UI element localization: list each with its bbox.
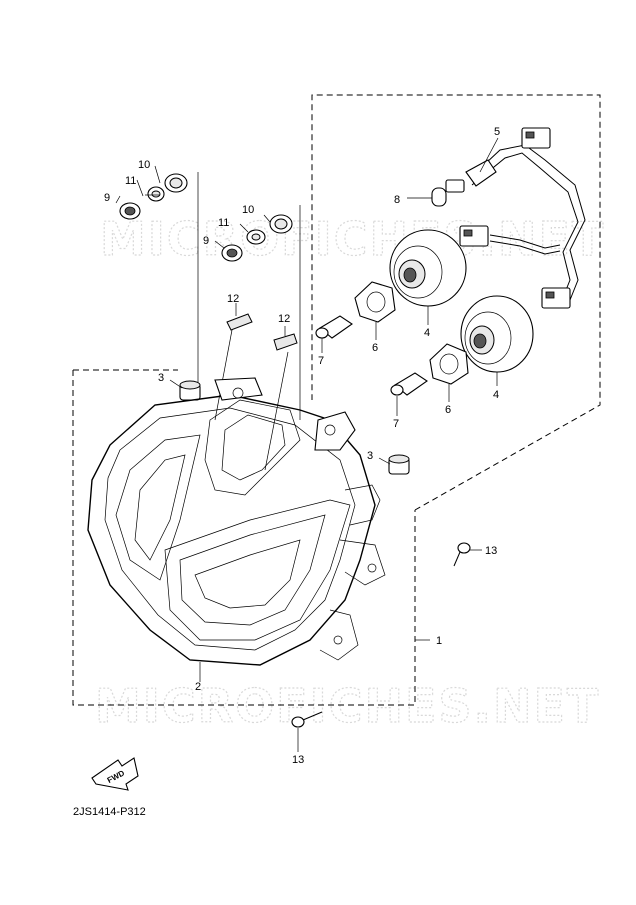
bulb-holder-lower (429, 343, 469, 385)
callout-7-upper: 7 (318, 355, 324, 367)
callout-4-lower: 4 (493, 389, 499, 401)
pad-parts (226, 313, 298, 351)
grommet-set-right (221, 214, 293, 262)
callout-7-lower: 7 (393, 418, 399, 430)
callout-labels: 1 2 3 3 4 4 5 6 6 7 7 8 9 9 10 10 11 11 … (104, 126, 500, 766)
watermark-top: MICROFICHES.NET (100, 212, 605, 266)
bulb-socket-upper (389, 229, 467, 307)
leader-lines (197, 172, 430, 641)
grommet-set-left (119, 173, 188, 220)
bulb-upper (315, 315, 353, 339)
wiring-harness (459, 127, 586, 309)
screw-upper (453, 542, 471, 567)
fwd-arrow-icon: FWD (91, 757, 139, 791)
callout-12-right: 12 (278, 313, 290, 325)
position-bulb (431, 179, 465, 207)
callout-6-upper: 6 (372, 342, 378, 354)
callout-5: 5 (494, 126, 500, 138)
callout-1: 1 (436, 635, 442, 647)
callout-13-upper: 13 (485, 545, 497, 557)
callout-11-right: 11 (218, 217, 229, 229)
headlight-assembly (87, 377, 386, 666)
callout-10-right: 10 (242, 204, 254, 216)
callout-9-left: 9 (104, 192, 110, 204)
callout-6-lower: 6 (445, 404, 451, 416)
callout-leaders (115, 137, 499, 752)
callout-11-left: 11 (125, 175, 136, 187)
drawing-code: 2JS1414-P312 (73, 806, 146, 818)
bulb-lower (390, 372, 428, 396)
bulb-holder-upper (354, 281, 396, 323)
callout-8: 8 (394, 194, 400, 206)
callout-10-left: 10 (138, 159, 150, 171)
bulb-socket-lower (460, 295, 534, 373)
callout-2: 2 (195, 681, 201, 693)
callout-3-upper: 3 (158, 372, 164, 384)
callout-3-lower: 3 (367, 450, 373, 462)
screw-lower (291, 711, 323, 728)
assembly-boundary (72, 94, 601, 706)
collar-parts (179, 380, 410, 475)
callout-12-left: 12 (227, 293, 239, 305)
callout-13-lower: 13 (292, 754, 304, 766)
callout-4-upper: 4 (424, 327, 430, 339)
watermark-bottom: MICROFICHES.NET (95, 679, 600, 733)
callout-9-right: 9 (203, 235, 209, 247)
